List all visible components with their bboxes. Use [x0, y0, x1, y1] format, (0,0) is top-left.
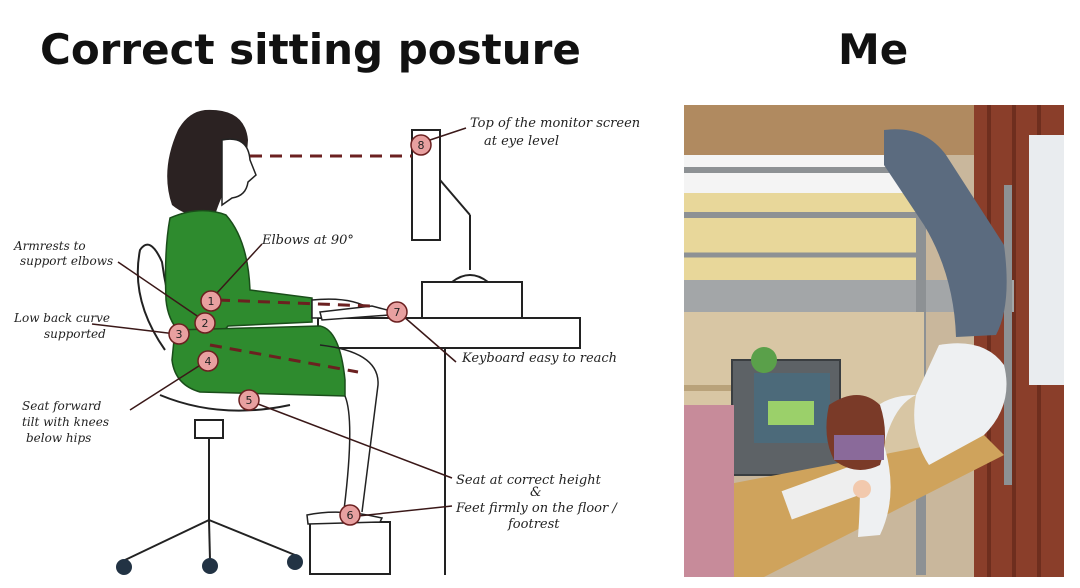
marker-2: 2	[194, 312, 216, 334]
svg-text:4: 4	[205, 355, 212, 368]
marker-7: 7	[386, 301, 408, 323]
photo-monitor	[731, 347, 841, 476]
photo-me	[684, 105, 1064, 577]
svg-text:2: 2	[202, 317, 209, 330]
footrest	[309, 521, 391, 575]
marker-8: 8	[410, 134, 432, 156]
label-keyboard: Keyboard easy to reach	[461, 351, 617, 366]
person-hair	[167, 109, 248, 217]
label-elbows: Elbows at 90°	[261, 233, 354, 248]
title-me: Me	[838, 25, 909, 74]
marker-5: 5	[238, 389, 260, 411]
svg-text:5: 5	[246, 394, 253, 407]
label-monitor: Top of the monitor screen at eye level	[470, 116, 644, 149]
posture-diagram: 8 1 2 3 4 5 6 7 Top of the monitor scree…	[13, 109, 644, 575]
svg-text:3: 3	[176, 328, 183, 341]
label-seat-height: Seat at correct height & Feet firmly on …	[455, 473, 621, 532]
svg-text:6: 6	[347, 509, 354, 522]
guide-lines	[209, 154, 412, 374]
svg-text:1: 1	[208, 295, 215, 308]
marker-6: 6	[339, 504, 361, 526]
leader-lines	[91, 127, 467, 517]
person-skirt	[171, 325, 346, 397]
photo-person	[826, 129, 1007, 537]
label-seat-tilt: Seat forward tilt with knees below hips	[22, 399, 113, 445]
person-shirt	[164, 209, 313, 346]
chair	[124, 243, 296, 561]
label-low-back: Low back curve supported	[13, 311, 114, 341]
label-armrests: Armrests to support elbows	[13, 239, 113, 268]
desk	[317, 317, 581, 575]
monitor	[411, 129, 523, 319]
photo-keyboard	[781, 460, 877, 520]
chair-wheels	[116, 554, 303, 575]
title-correct-posture: Correct sitting posture	[40, 25, 581, 74]
marker-1: 1	[200, 290, 222, 312]
person-face	[221, 138, 257, 207]
svg-text:8: 8	[418, 139, 425, 152]
marker-4: 4	[197, 350, 219, 372]
marker-3: 3	[168, 323, 190, 345]
svg-text:7: 7	[394, 306, 401, 319]
